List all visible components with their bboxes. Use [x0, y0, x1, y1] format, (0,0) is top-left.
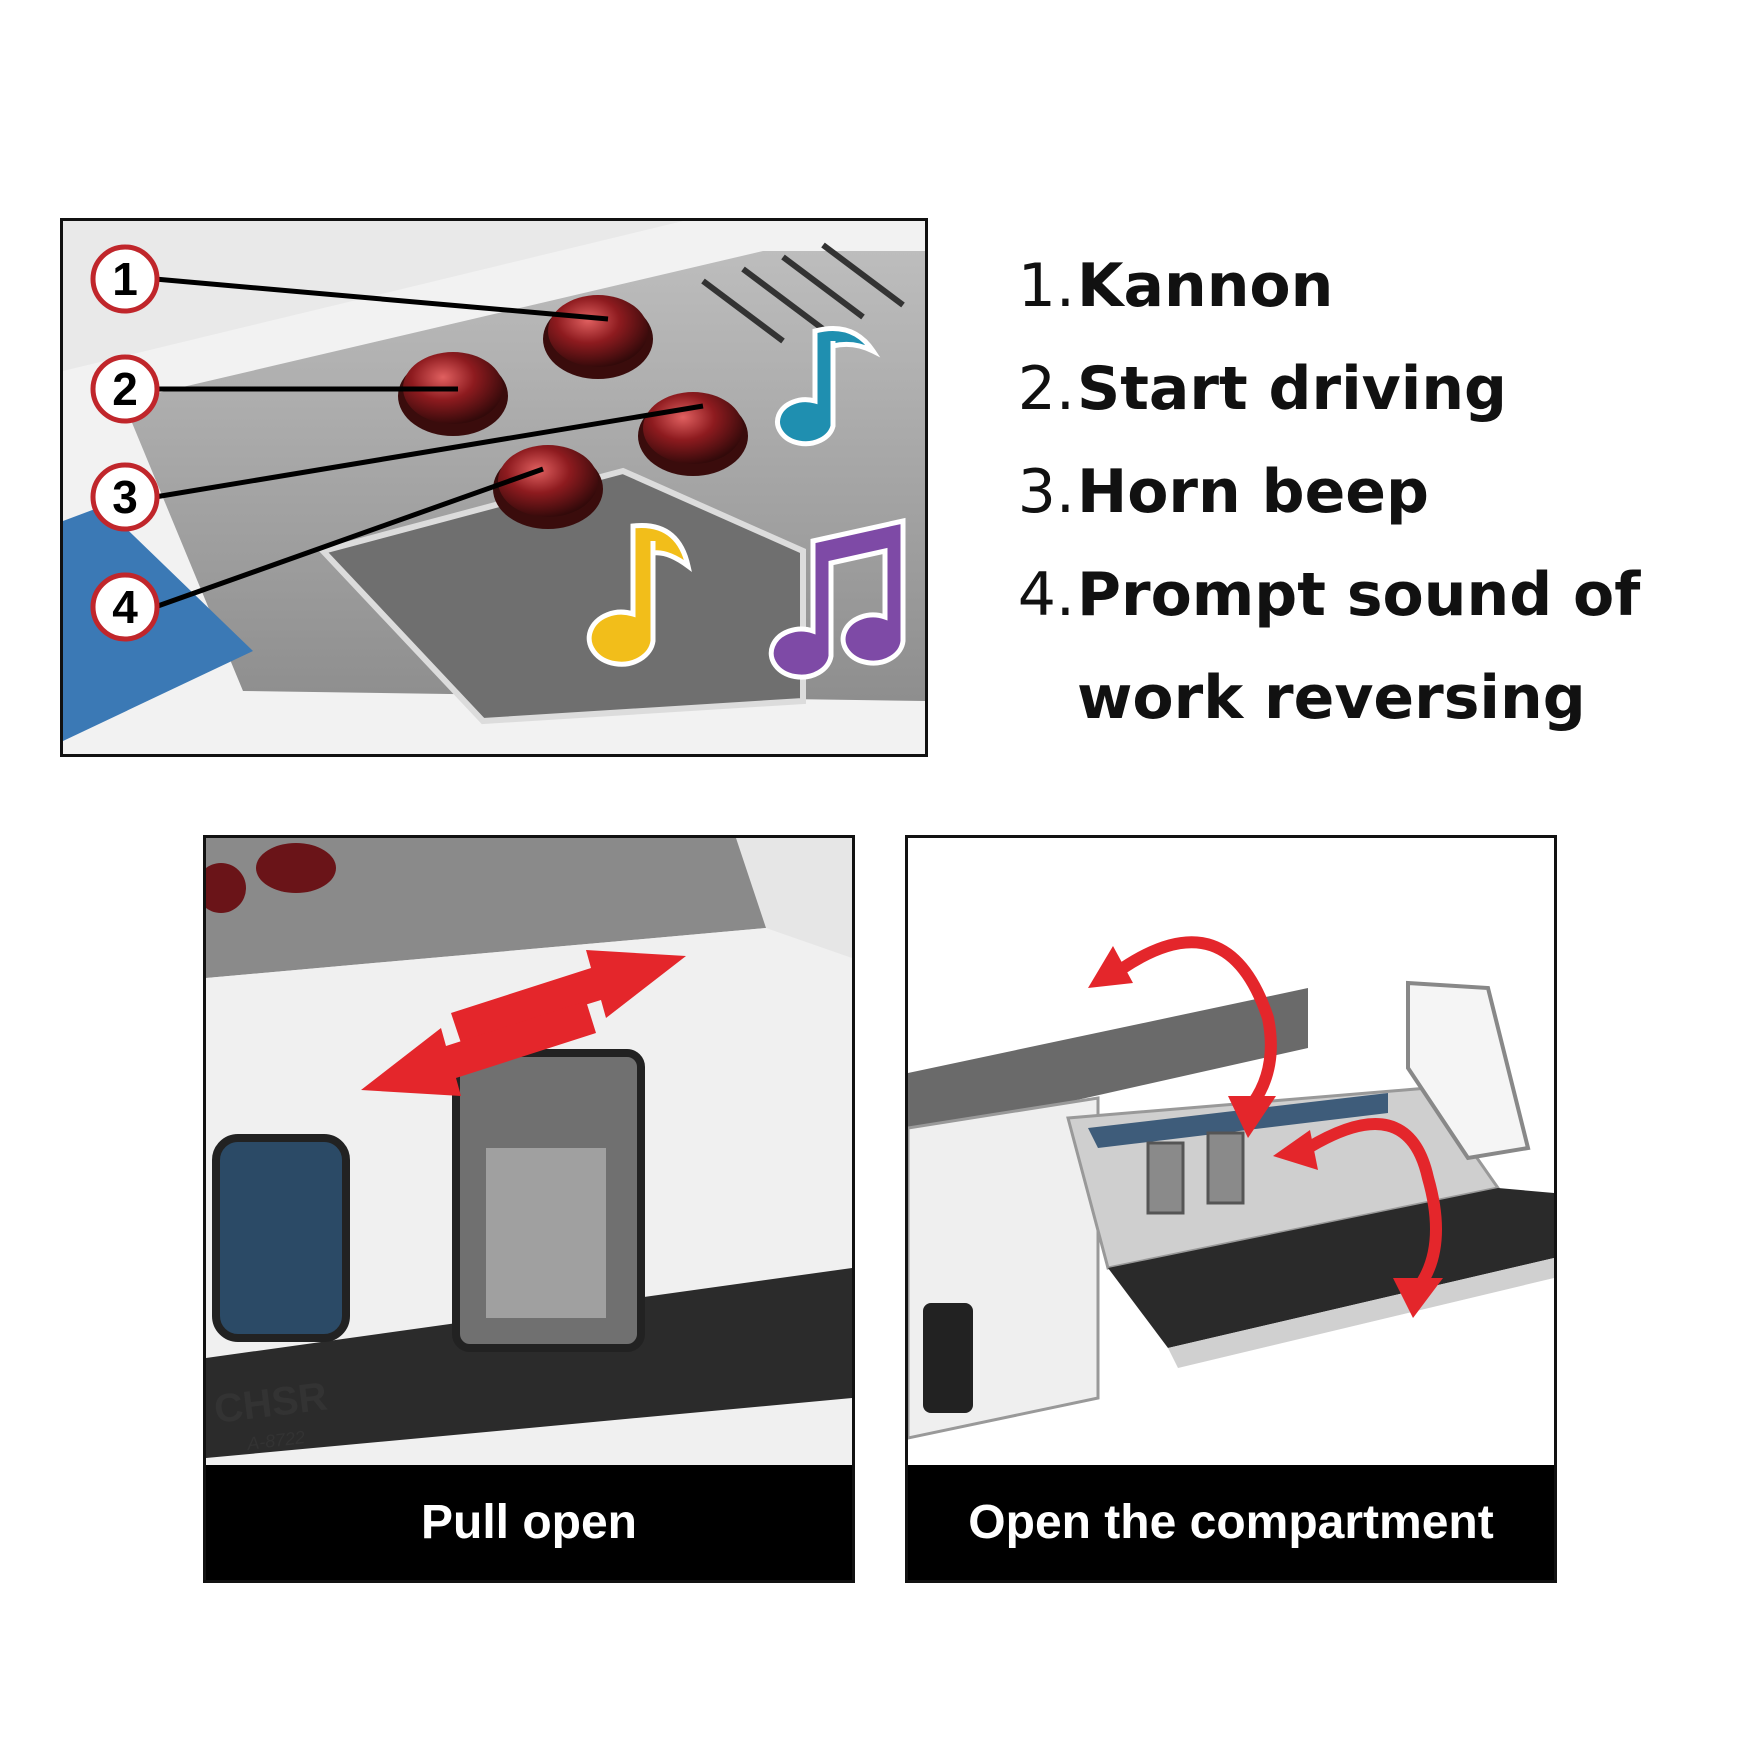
curved-arrow-icon: [1119, 936, 1442, 1292]
pull-open-illustration: CHSR A-8722: [206, 838, 852, 1465]
sound-buttons-illustration: 1 2 3 4: [63, 221, 925, 754]
callout-2: 2: [90, 354, 160, 424]
curved-arrow-icon: [1273, 1130, 1318, 1170]
svg-text:4: 4: [112, 581, 138, 633]
double-music-note-icon: [768, 517, 906, 680]
feature-item-kannon: 1. Kannon: [1017, 251, 1334, 321]
pull-open-photo: CHSR A-8722 Pull open: [203, 835, 855, 1583]
curved-arrow-icon: [1393, 1278, 1443, 1318]
callout-1: 1: [90, 244, 160, 314]
red-button-4: [493, 445, 603, 529]
curved-arrow-icon: [1088, 946, 1133, 988]
red-button-1: [543, 295, 653, 379]
music-note-icon: [775, 326, 881, 447]
speaker-grille: [701, 242, 905, 344]
open-compartment-photo: Open the compartment: [905, 835, 1557, 1583]
open-compartment-caption: Open the compartment: [968, 1496, 1494, 1549]
open-compartment-caption-bar: Open the compartment: [908, 1465, 1554, 1580]
door: [923, 1303, 973, 1413]
music-note-icon: [586, 523, 692, 667]
feature-item-prompt-sound: 4. Prompt sound of work reversing: [1017, 560, 1641, 733]
window: [63, 506, 253, 741]
red-button-3: [638, 392, 748, 476]
feature-item-horn-beep: 3. Horn beep: [1017, 457, 1429, 527]
seat: [1146, 1131, 1245, 1215]
window: [212, 1134, 350, 1342]
double-arrow-icon: [361, 950, 686, 1096]
feature-list: 1. Kannon 2. Start driving 3. Horn beep …: [1015, 235, 1715, 750]
curved-arrow-icon: [1228, 1096, 1276, 1138]
svg-text:3: 3: [112, 471, 138, 523]
callout-4: 4: [90, 572, 160, 642]
sound-buttons-photo: 1 2 3 4: [60, 218, 928, 757]
callout-3: 3: [90, 462, 160, 532]
svg-text:1: 1: [112, 253, 138, 305]
pull-open-caption: Pull open: [421, 1496, 637, 1549]
pull-open-caption-bar: Pull open: [206, 1465, 852, 1580]
feature-item-start-driving: 2. Start driving: [1017, 354, 1507, 424]
open-compartment-illustration: [908, 838, 1554, 1465]
svg-text:2: 2: [112, 363, 138, 415]
